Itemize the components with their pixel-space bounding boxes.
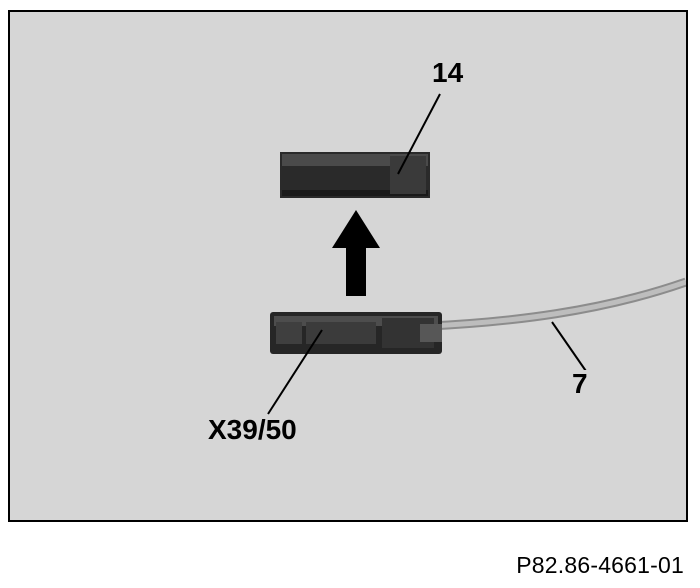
leader-line-7 (551, 321, 589, 375)
connector-x39-50 (270, 312, 442, 354)
callout-x39-50: X39/50 (206, 414, 299, 445)
photo-frame: 14 7 X39/50 (8, 10, 688, 522)
leader-line-14 (397, 93, 441, 175)
callout-14: 14 (430, 57, 466, 88)
leader-line-x39-50 (267, 329, 323, 415)
cover-14 (280, 152, 430, 198)
component-illustration (267, 93, 686, 415)
figure-code: P82.86-4661-01 (516, 552, 684, 578)
cable-7 (429, 277, 686, 331)
up-arrow-icon (332, 210, 380, 296)
callout-7: 7 (570, 368, 590, 399)
